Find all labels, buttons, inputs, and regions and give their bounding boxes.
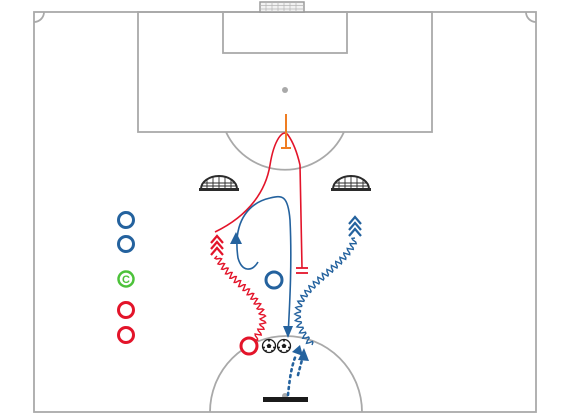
blue-run-arrowhead: [230, 232, 242, 244]
red-dribble-path: [213, 255, 267, 347]
start-line: [263, 397, 308, 402]
blue-defender: [264, 270, 284, 290]
soccer-ball-icon: [261, 338, 277, 354]
full-goal-icon: [259, 1, 305, 13]
blue-dotted-arrowhead-2: [298, 348, 309, 361]
red-stop-marker: [296, 267, 308, 274]
corner-arc-top-left: [33, 11, 45, 23]
blue-player: [117, 211, 135, 229]
mini-goal-icon: [331, 175, 371, 191]
shot-line: [281, 114, 291, 149]
corner-arc-top-right: [525, 11, 537, 23]
blue-run-path: [236, 195, 292, 337]
red-attacker: [239, 336, 259, 356]
red-player: [117, 326, 135, 344]
blue-player: [117, 235, 135, 253]
waiting-red-players: [117, 301, 135, 344]
blue-dribble-path: [293, 237, 358, 346]
red-run-path: [214, 132, 303, 269]
mini-goal-icon: [199, 175, 239, 191]
blue-pass-arrowhead: [283, 326, 293, 338]
soccer-ball-icon: [276, 338, 292, 354]
neutral-player-label: C: [122, 274, 130, 286]
red-player: [117, 301, 135, 319]
red-run-chevrons: [210, 234, 224, 256]
blue-run-chevrons: [348, 215, 362, 237]
blue-dotted-pass-2: [296, 354, 305, 377]
penalty-spot: [282, 87, 288, 93]
waiting-blue-players: [117, 211, 135, 253]
blue-dotted-arrowhead: [292, 345, 303, 356]
neutral-player: C: [117, 270, 135, 288]
blue-dotted-pass: [286, 353, 298, 397]
goal-area: [222, 11, 348, 54]
penalty-arc: [225, 131, 345, 171]
centre-circle-arc: [209, 335, 363, 413]
